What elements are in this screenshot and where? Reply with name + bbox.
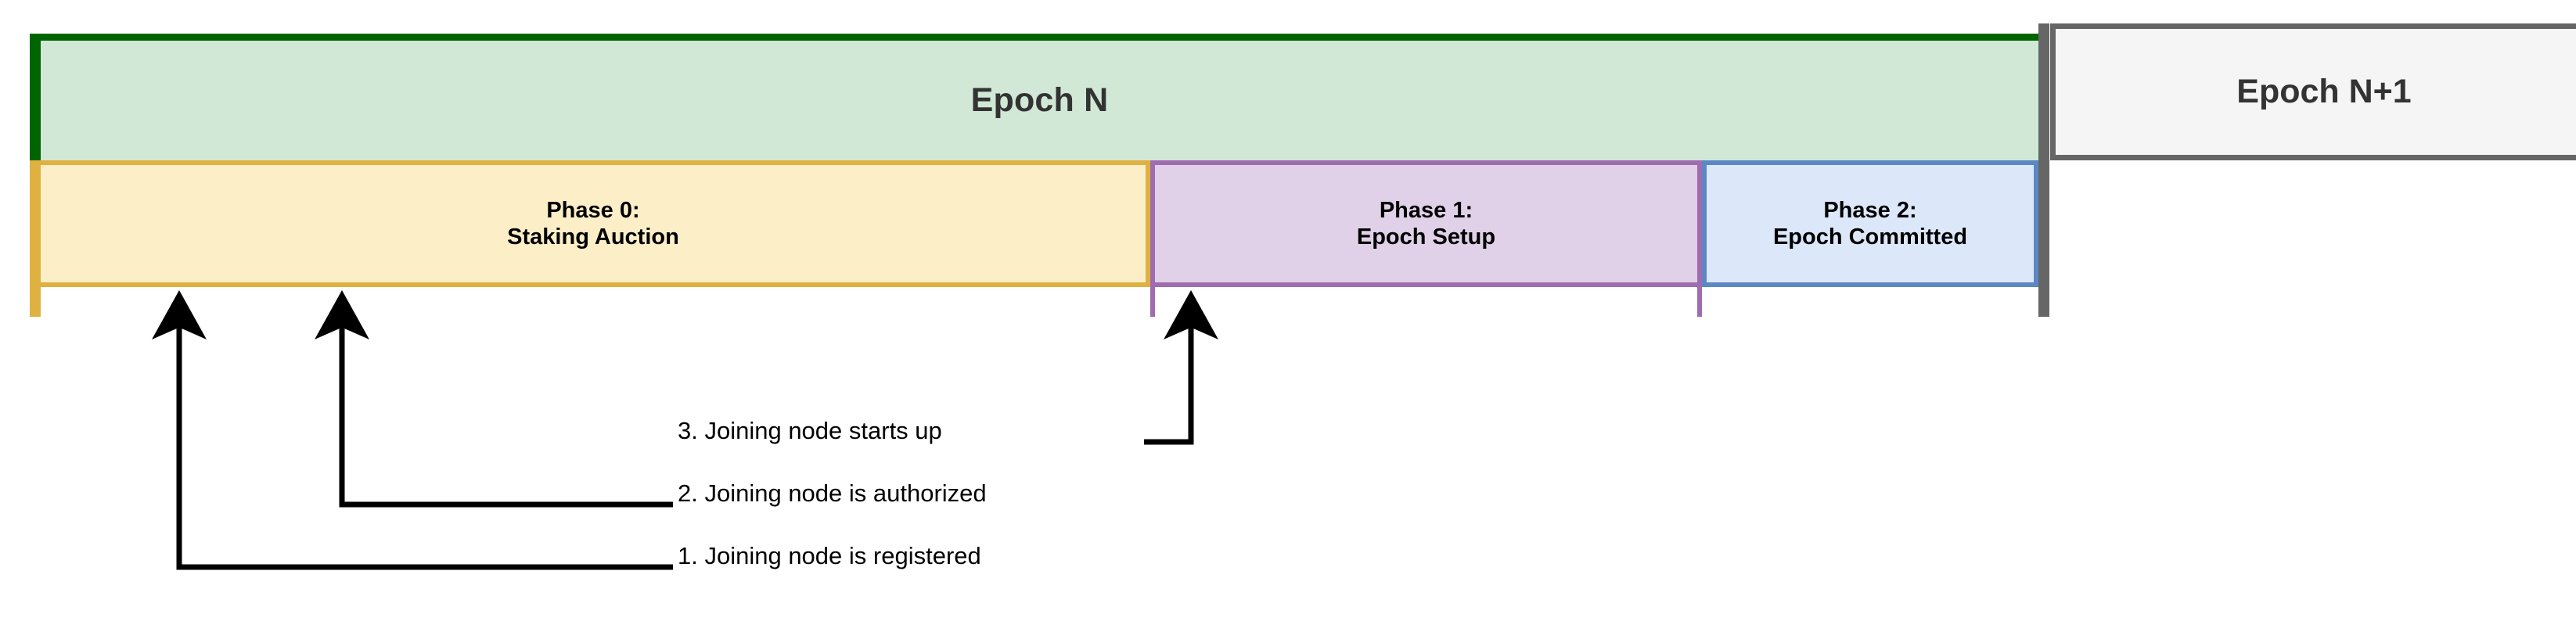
phase-1-title: Phase 1: [1379, 197, 1473, 223]
phase-0-title: Phase 0: [546, 197, 640, 223]
annotation-1-label: 1. Joining node is registered [678, 542, 981, 569]
phase-1-subtitle: Epoch Setup [1356, 224, 1496, 250]
annotation-3-leader [1144, 290, 1218, 445]
annotation-2-leader [315, 290, 673, 508]
phase-0-start-tick [30, 160, 41, 317]
phase-2-start-tick [1697, 287, 1702, 317]
annotation-2-label: 2. Joining node is authorized [678, 479, 987, 507]
phase-0-box: Phase 0: Staking Auction [30, 160, 1150, 287]
epoch-n-plus-1-box: Epoch N+1 [2050, 23, 2576, 160]
epoch-n-box: Epoch N [30, 34, 2038, 160]
phase-2-title: Phase 2: [1823, 197, 1917, 223]
annotation-3-label: 3. Joining node starts up [678, 417, 942, 444]
phase-1-box: Phase 1: Epoch Setup [1150, 160, 1702, 287]
epoch-n-label: Epoch N [970, 81, 1109, 119]
epoch-boundary-tick [2038, 23, 2049, 317]
annotation-1-leader [152, 290, 673, 570]
epoch-n-plus-1-label: Epoch N+1 [2236, 73, 2412, 110]
phase-0-subtitle: Staking Auction [507, 224, 679, 250]
phase-2-box: Phase 2: Epoch Committed [1702, 160, 2038, 287]
phase-1-start-tick [1150, 287, 1155, 317]
phase-2-subtitle: Epoch Committed [1772, 224, 1968, 250]
